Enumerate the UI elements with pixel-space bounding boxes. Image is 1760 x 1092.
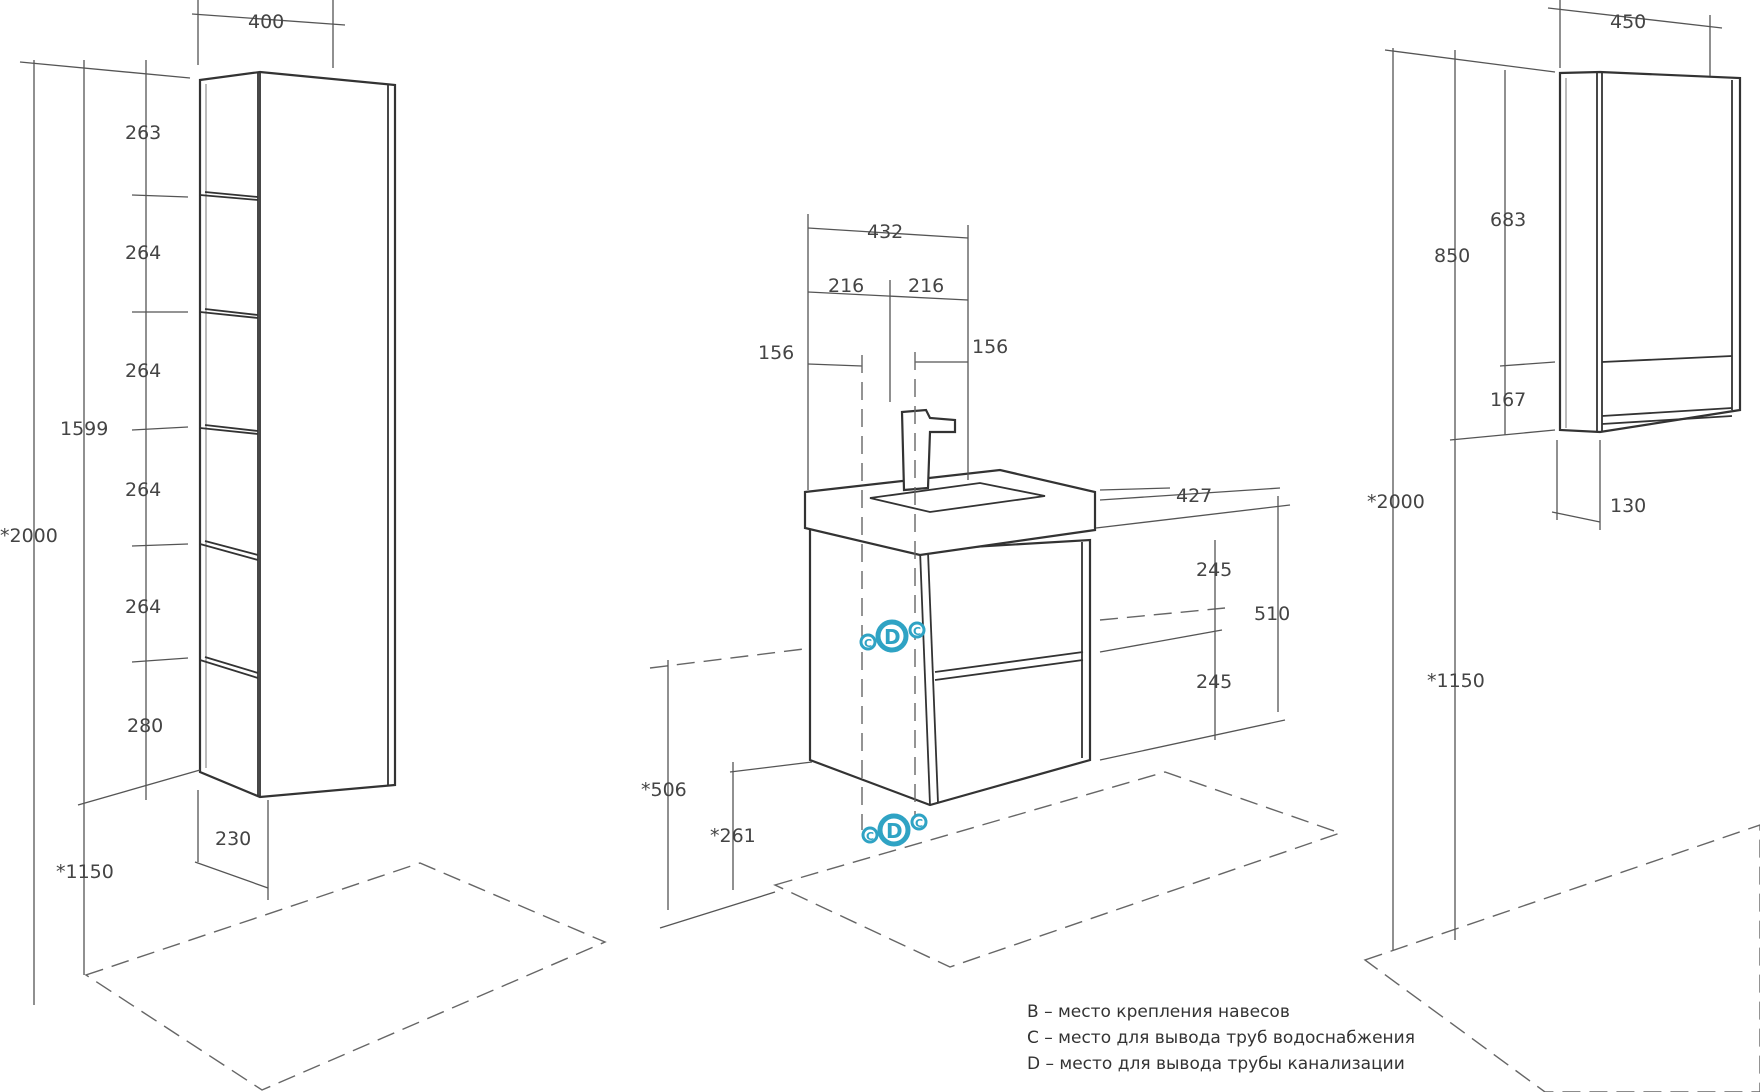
- shelf-gap-1: 263: [125, 122, 161, 144]
- mirror-cabinet-shelf: [1601, 355, 1733, 425]
- legend-item-b: B – место крепления навесов: [1027, 1002, 1290, 1022]
- marker-lower: C D C: [861, 813, 928, 847]
- mirror-cabinet-door-height: 683: [1490, 209, 1526, 231]
- vanity-drawer-bottom: 245: [1196, 671, 1232, 693]
- tall-cabinet-width: 400: [248, 11, 284, 33]
- mirror-cabinet: 450 130 *2000 *1150 850 683 167: [1363, 0, 1760, 1092]
- tall-cabinet-height: 1599: [60, 418, 108, 440]
- tall-cabinet: 400 230 *2000 1599 *1150 263 264 264 264…: [0, 0, 607, 1091]
- marker-c-label-2: C: [913, 625, 921, 638]
- vanity-drawer-top: 245: [1196, 559, 1232, 581]
- legend-item-d: D – место для вывода трубы канализации: [1027, 1054, 1405, 1074]
- marker-d-label-2: D: [886, 819, 903, 843]
- mirror-cabinet-width: 450: [1610, 11, 1646, 33]
- vanity-floor: [773, 771, 1343, 968]
- marker-upper: C D C: [859, 619, 926, 653]
- vanity-half-right: 216: [908, 275, 944, 297]
- tall-cabinet-body: [198, 70, 397, 799]
- mirror-cabinet-depth: 130: [1610, 495, 1646, 517]
- legend: B – место крепления навесов C – место дл…: [1027, 1002, 1415, 1074]
- vanity-half-left: 216: [828, 275, 864, 297]
- legend-item-c: C – место для вывода труб водоснабжения: [1027, 1028, 1415, 1048]
- mirror-cabinet-body: [1558, 70, 1742, 434]
- vanity-basin-bowl: [869, 482, 1046, 513]
- mirror-cabinet-mount-height: *1150: [1427, 670, 1485, 692]
- vanity-floor-to-bottom: *261: [710, 825, 756, 847]
- mirror-cabinet-floor-height: *2000: [1367, 491, 1425, 513]
- mirror-cabinet-height: 850: [1434, 245, 1470, 267]
- tall-cabinet-shelves: [199, 191, 259, 679]
- marker-c-label-3: C: [866, 830, 874, 843]
- marker-c-label-4: C: [915, 817, 923, 830]
- mirror-cabinet-shelf-height: 167: [1490, 389, 1526, 411]
- tall-cabinet-floor-height: *2000: [0, 525, 58, 547]
- vanity-offset-right: 156: [972, 336, 1008, 358]
- tall-cabinet-floor: [84, 862, 607, 1091]
- vanity-width: 432: [867, 221, 903, 243]
- shelf-gap-6: 280: [127, 715, 163, 737]
- vanity-height: 510: [1254, 603, 1290, 625]
- mirror-cabinet-floor: [1363, 824, 1760, 1092]
- marker-c-label: C: [864, 637, 872, 650]
- tall-cabinet-depth: 230: [215, 828, 251, 850]
- vanity-floor-to-top: *506: [641, 779, 687, 801]
- shelf-gap-3: 264: [125, 360, 161, 382]
- shelf-gap-2: 264: [125, 242, 161, 264]
- vanity-depth: 427: [1176, 485, 1212, 507]
- vanity-offset-left: 156: [758, 342, 794, 364]
- tall-cabinet-mount-height: *1150: [56, 861, 114, 883]
- marker-d-label: D: [884, 625, 901, 649]
- vanity: 432 216 216 156 156 427 245 245 510 *506…: [641, 214, 1343, 968]
- vanity-drawer-split: [934, 651, 1084, 681]
- shelf-gap-5: 264: [125, 596, 161, 618]
- shelf-gap-4: 264: [125, 479, 161, 501]
